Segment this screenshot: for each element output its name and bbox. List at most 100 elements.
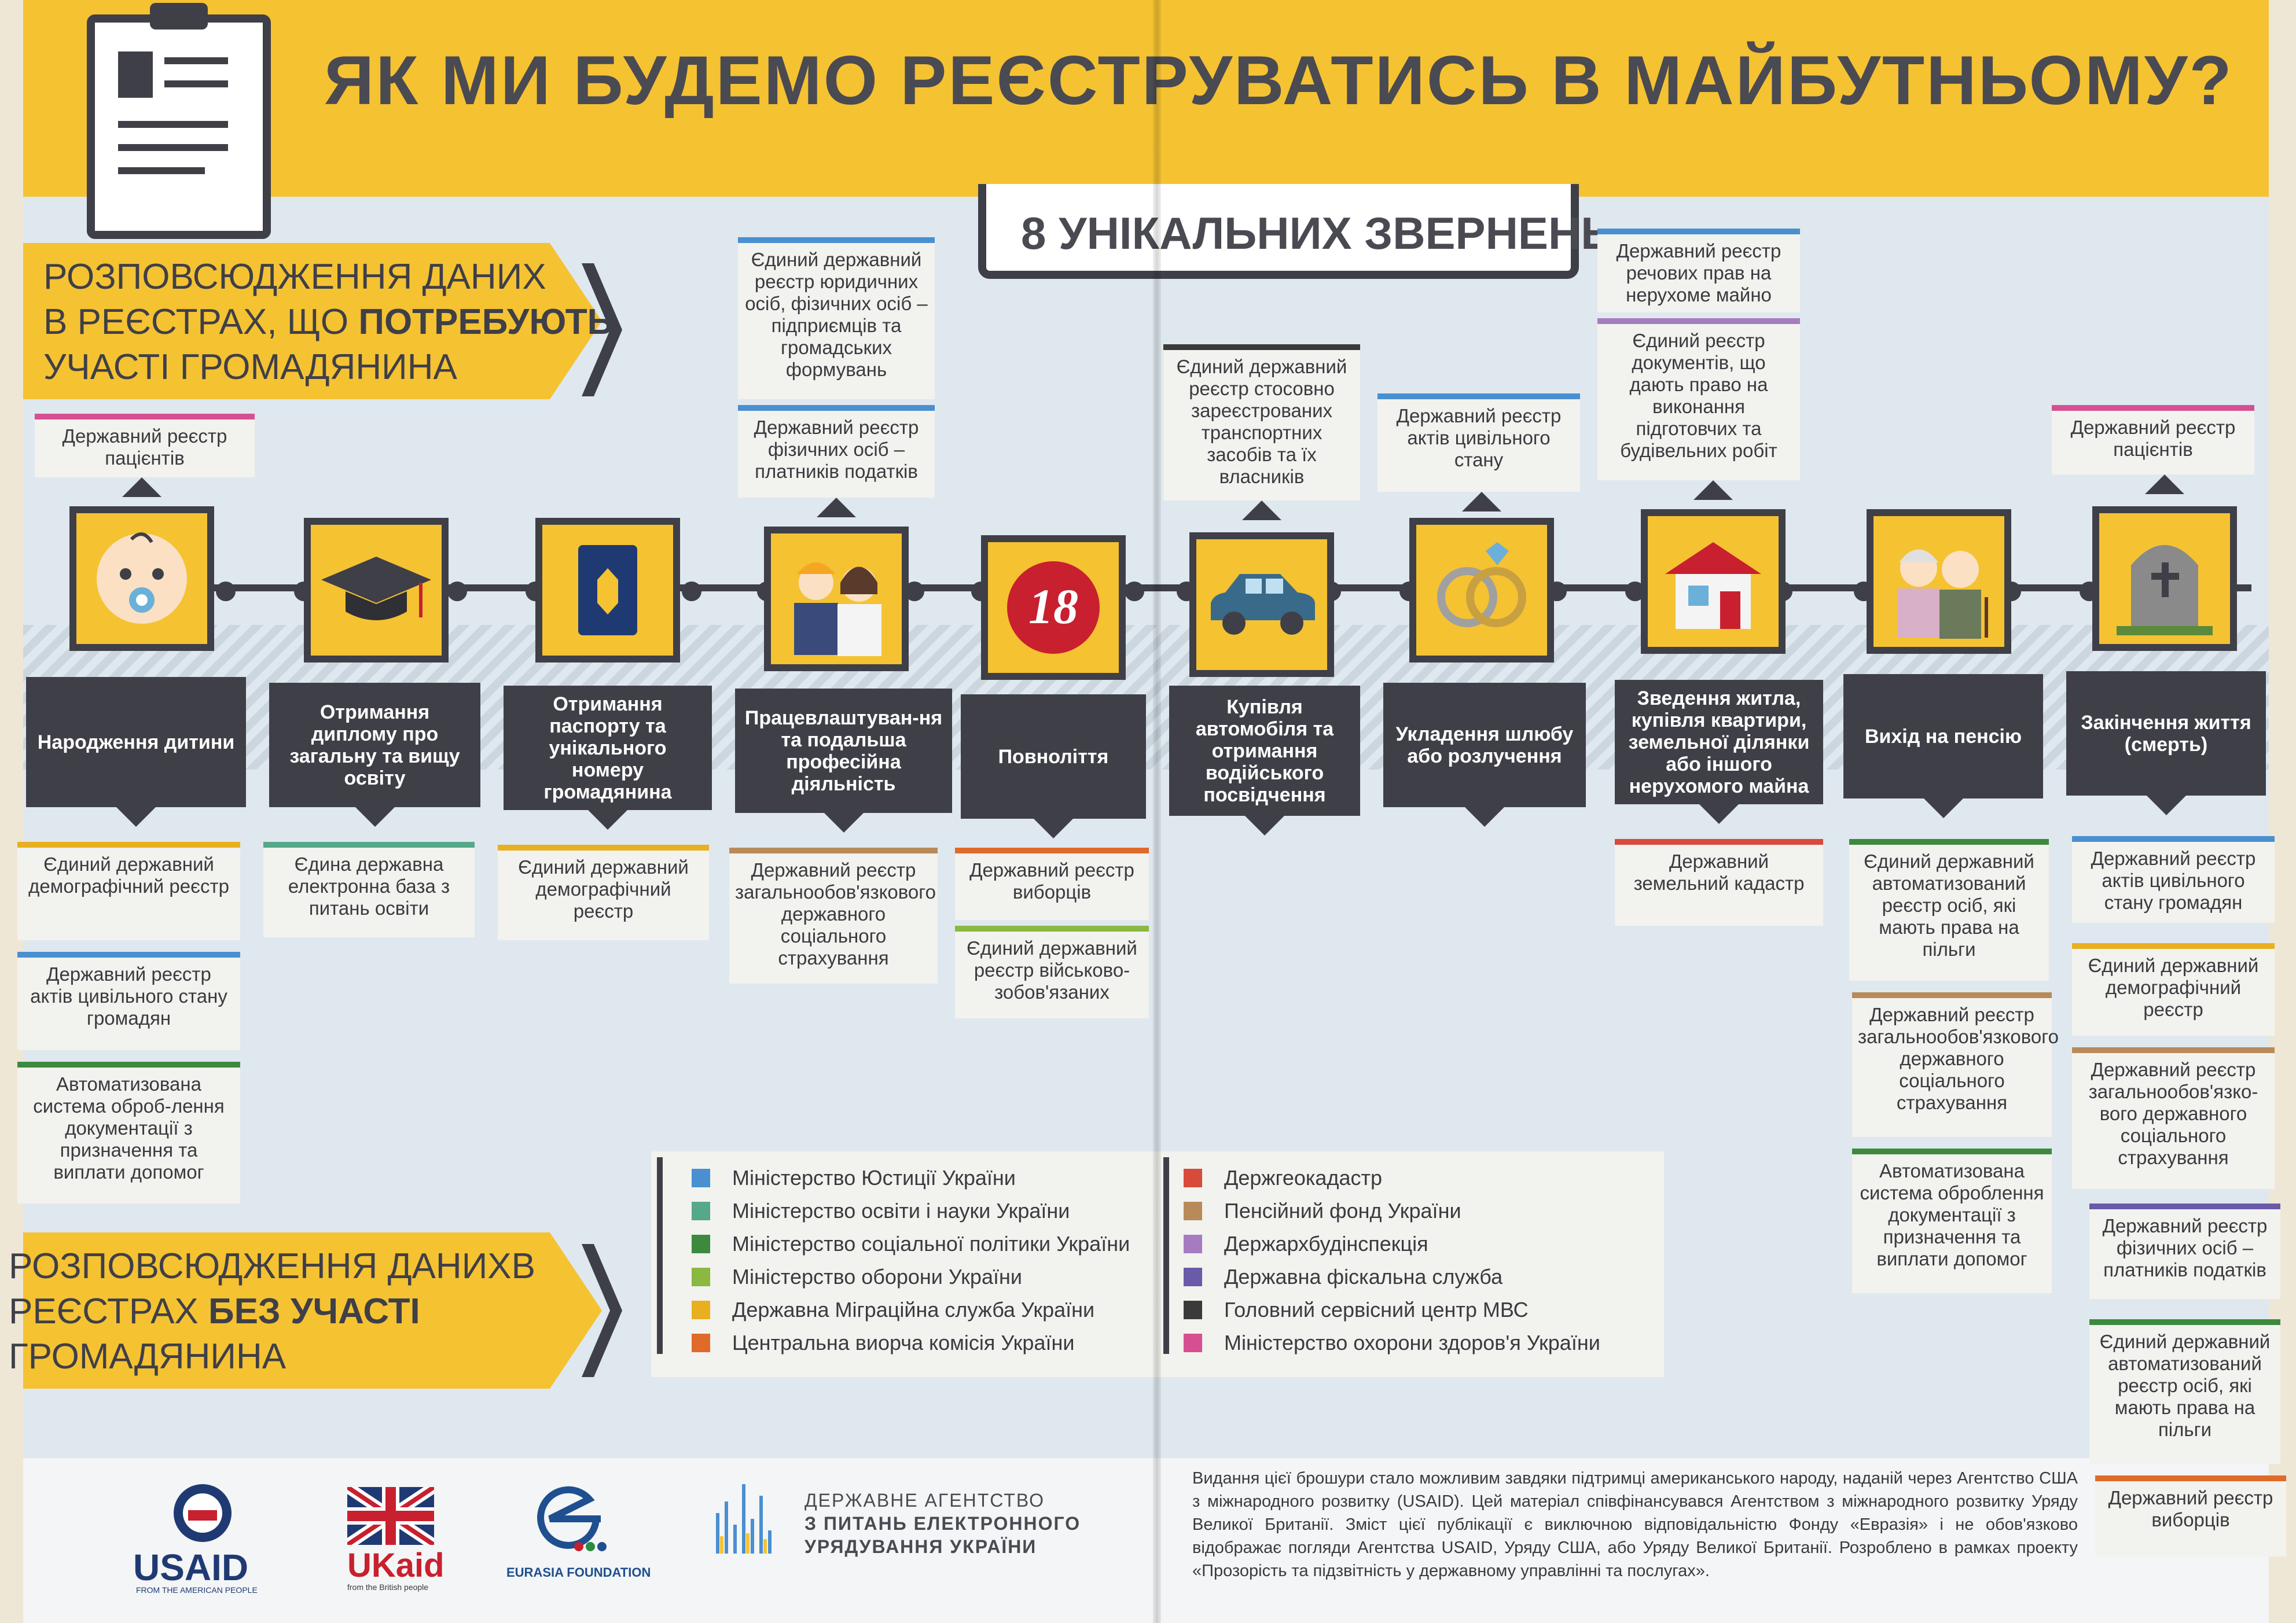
registry-name: Єдиний державний реєстр військово-зобов'… [967,937,1137,1003]
page-fold [1153,0,1161,1623]
ministry-color-bar [1615,839,1823,845]
legend-label: Міністерство соціальної політики України [732,1232,1130,1256]
registry-name: Державний земельний кадастр [1633,851,1805,894]
registry-name: Державний реєстр загальнообов'язкового д… [735,859,936,969]
legend-item: Держархбудінспекція [1184,1232,1428,1256]
ministry-color-bar [17,1062,240,1068]
registry-card: Державний реєстр фізичних осіб – платник… [2089,1204,2280,1299]
house-icon [1641,509,1786,654]
event-pointer [355,807,395,827]
ministry-color-bar [738,237,935,243]
header-band [23,0,2269,197]
card-pointer [817,498,856,517]
legend-label: Державна Міграційна служба України [732,1298,1095,1322]
usaid-logo: USAID FROM THE AMERICAN PEOPLE [133,1481,272,1597]
registry-card: Державний реєстр загальнообов'язкового д… [1852,992,2059,1137]
timeline-node [682,582,701,601]
registry-card: Єдиний державний реєстр стосовно зареєст… [1163,344,1360,500]
page-title: ЯК МИ БУДЕМО РЕЄСТРУВАТИСЬ В МАЙБУТНЬОМУ… [324,42,2233,119]
ministry-color-bar [2095,1475,2286,1481]
registry-card: Єдиний державний реєстр юридичних осіб, … [738,237,935,399]
legend-item: Міністерство Юстиції України [692,1166,1016,1190]
registry-card: Державний реєстр виборців [955,848,1149,920]
legend-label: Міністерство оборони України [732,1265,1022,1289]
legend-label: Міністерство Юстиції України [732,1166,1016,1190]
legend [651,1151,1664,1377]
ministry-color-bar [2072,836,2275,842]
legend-divider [1163,1157,1169,1354]
event-label: Купівля автомобіля та отримання водійськ… [1169,686,1360,816]
registry-name: Автоматизована система оброблення докуме… [1860,1160,2044,1269]
registry-card: Єдиний державний демографічний реєстр [498,845,709,940]
registry-card: Державний реєстр пацієнтів [2052,405,2254,474]
usaid-wordmark: USAID [133,1547,249,1588]
registry-card: Єдиний державний автоматизований реєстр … [2089,1319,2280,1464]
event-pointer [1465,807,1504,827]
registry-card: Державний реєстр фізичних осіб – платник… [738,405,935,498]
legend-item: Державна Міграційна служба України [692,1298,1094,1322]
registry-name: Державний реєстр пацієнтів [2070,417,2236,460]
registry-card: Єдиний реєстр документів, що дають право… [1597,318,1800,480]
registry-name: Єдиний державний демографічний реєстр [518,856,689,922]
card-pointer [1462,492,1501,511]
legend-item: Пенсійний фонд України [1184,1199,1461,1223]
age-badge: 18 [1028,579,1078,634]
agency-name-line3: УРЯДУВАННЯ УКРАЇНИ [804,1536,1037,1557]
registry-card: Державний реєстр виборців [2095,1475,2286,1556]
section-arrow-with-citizen [23,243,602,399]
registry-name: Державний реєстр фізичних осіб – платник… [754,417,919,482]
registry-card: Державний реєстр актів цивільного стану … [2072,836,2275,923]
registry-card: Єдиний державний автоматизований реєстр … [1849,839,2049,981]
event-pointer [1034,819,1073,838]
event-label: Закінчення життя (смерть) [2066,671,2266,796]
registry-name: Єдиний державний демографічний реєстр [28,853,229,897]
timeline-node [1125,582,1144,601]
legend-item: Міністерство освіти і науки України [692,1199,1070,1223]
ministry-color-bar [955,926,1149,932]
legend-label: Держгеокадастр [1224,1166,1382,1190]
registry-card: Автоматизована система оброблення докуме… [1852,1149,2052,1293]
legend-swatch [1184,1235,1202,1253]
legend-item: Міністерство оборони України [692,1265,1022,1289]
legend-label: Центральна виорча комісія України [732,1331,1075,1355]
ukaid-logo: UKaid from the British people [347,1487,446,1592]
registry-name: Єдиний державний демографічний реєстр [2088,955,2259,1020]
ministry-color-bar [1163,344,1360,350]
ukaid-tagline: from the British people [347,1582,429,1592]
ministry-color-bar [2072,1047,2275,1053]
registry-card: Державний реєстр актів цивільного стану [1377,393,1580,492]
ministry-color-bar [498,845,709,851]
ministry-color-bar [1597,229,1800,234]
passport-icon [535,518,680,663]
card-pointer [2145,474,2184,494]
registry-name: Державний реєстр загальнообов'язко-вого … [2088,1059,2258,1168]
legend-swatch [692,1235,710,1253]
event-label: Отримання паспорту та унікального номеру… [504,686,712,810]
event-label: Укладення шлюбу або розлучення [1383,683,1586,807]
elderly-couple-icon [1867,509,2011,654]
registry-name: Єдиний державний реєстр стосовно зареєст… [1176,356,1347,487]
ministry-color-bar [2052,405,2254,411]
event-pointer [1245,816,1284,836]
registry-name: Державний реєстр актів цивільного стану [1396,405,1562,470]
ukaid-wordmark: UKaid [347,1547,444,1584]
event-label: Народження дитини [26,677,246,807]
eurasia-wordmark: EURASIA FOUNDATION [506,1565,651,1580]
legend-item: Міністерство охорони здоров'я України [1184,1331,1600,1355]
rings-icon [1409,518,1554,663]
legend-swatch [1184,1334,1202,1352]
registry-card: Автоматизована система оброб-лення докум… [17,1062,240,1204]
registry-name: Державний реєстр фізичних осіб – платник… [2102,1215,2268,1280]
legend-swatch [1184,1301,1202,1319]
registry-name: Єдиний державний автоматизований реєстр … [2099,1331,2271,1440]
event-label: Повноліття [961,694,1146,819]
legend-label: Міністерство освіти і науки України [732,1199,1070,1223]
registry-name: Державний реєстр виборців [969,859,1134,903]
registry-card: Єдиний державний демографічний реєстр [2072,943,2275,1036]
registry-card: Державний реєстр актів цивільного стану … [17,952,240,1050]
legend-item: Державна фіскальна служба [1184,1265,1502,1289]
subtitle-tab: 8 УНІКАЛЬНИХ ЗВЕРНЕНЬ [978,184,1613,279]
tombstone-icon [2092,506,2237,651]
event-label: Працевлаштуван-ня та подальша професійна… [735,689,952,813]
